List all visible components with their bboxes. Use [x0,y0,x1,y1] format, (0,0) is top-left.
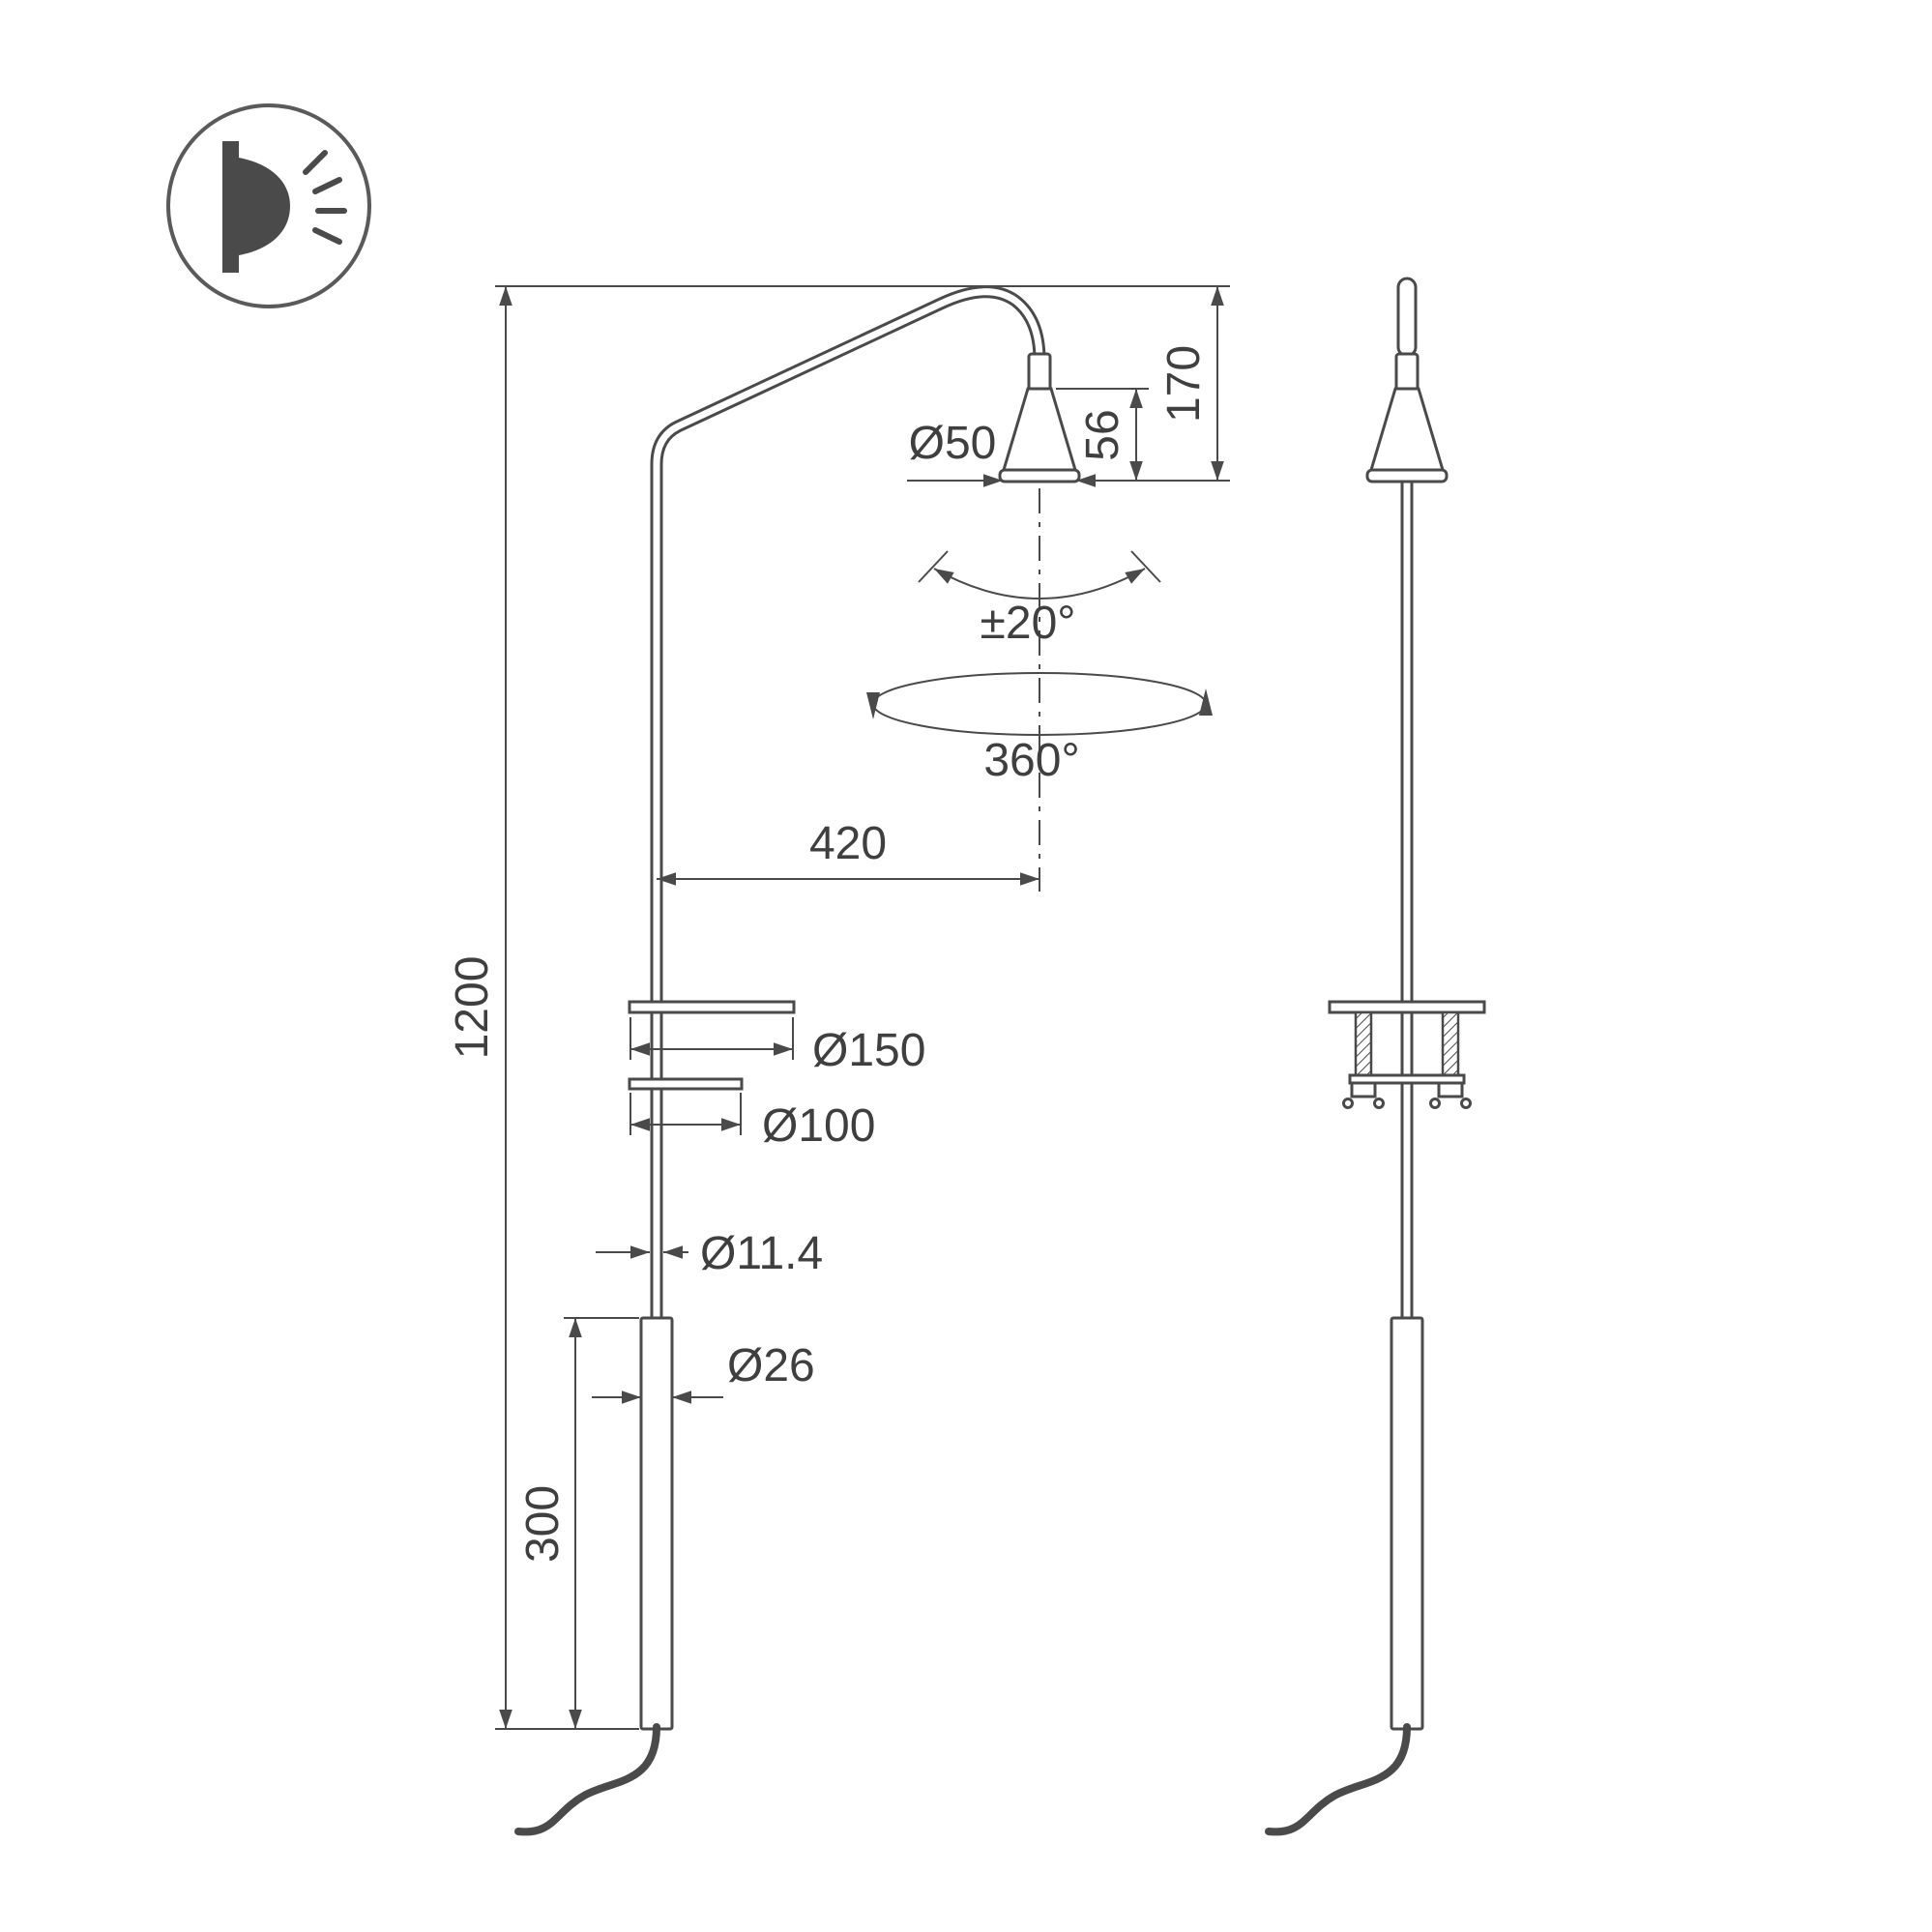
side-lower-handle-tube [1390,1316,1424,1731]
light-ray-icon [303,150,328,175]
side-power-cable [1265,1723,1411,1836]
side-lamp-head-cone [1368,387,1446,472]
dim-arm-reach: 420 [657,818,1039,886]
dim-lower-tube-length: 300 [517,1317,639,1729]
head-joint-sleeve [1027,352,1052,393]
tilt-arc [933,568,1146,600]
mount-bolt-right [1441,1010,1460,1080]
washer [1460,1098,1472,1109]
bolt-nut-left [1350,1081,1377,1098]
lamp-head-rim [998,468,1081,483]
washer [1342,1098,1354,1109]
dim-head-height-label: 56 [1077,409,1128,460]
power-cable [514,1723,660,1836]
dim-head-drop: 170 [1083,286,1230,482]
dim-pole-diameter: Ø11.4 [596,1228,823,1279]
dim-head-height: 56 [1056,388,1149,481]
dim-rotation-angle-label: 360° [983,735,1079,786]
tilt-tick-left [918,550,949,583]
dim-total-height: 1200 [447,285,1230,1730]
clamp-bar [1348,1073,1466,1085]
wall-lamp-light-icon [239,158,290,255]
bolt-nut-right [1437,1081,1464,1098]
mount-plate-small [628,1077,744,1091]
side-arm-tip-cap [1396,277,1418,358]
dim-tilt-angle: ±20° [918,550,1161,649]
mount-bolt-left [1354,1010,1373,1080]
dim-arm-reach-label: 420 [809,818,887,869]
washer [1373,1098,1385,1109]
front-view [514,285,1081,1836]
dim-large-plate-label: Ø150 [812,1025,925,1076]
dim-head-diameter: Ø50 [907,418,1114,487]
dim-small-plate: Ø100 [629,1093,875,1152]
washer [1429,1098,1441,1109]
light-ray-icon [312,177,342,194]
light-ray-icon [312,227,342,245]
dim-tilt-angle-label: ±20° [981,598,1076,649]
side-view [1265,277,1486,1836]
side-head-sleeve [1394,352,1420,393]
side-mount-plate [1328,1000,1486,1014]
dim-large-plate: Ø150 [629,1017,925,1076]
dim-lower-tube-diameter: Ø26 [592,1340,815,1404]
dim-pole-diameter-label: Ø11.4 [700,1228,823,1279]
dim-lower-tube-length-label: 300 [517,1485,569,1563]
dim-total-height-label: 1200 [447,956,498,1060]
dim-rotation-angle: 360° [866,672,1213,786]
mount-plate-large [628,1000,796,1014]
pole-arm-tube-inner [653,288,1043,1727]
side-lamp-head-rim [1365,468,1449,483]
logo-ring [166,103,371,308]
brand-logo [166,103,371,308]
tilt-tick-right [1130,550,1161,583]
rotation-arrow-left [866,692,880,719]
dim-head-diameter-label: Ø50 [909,418,997,469]
dim-small-plate-label: Ø100 [762,1100,875,1152]
rotation-arrow-right [1199,688,1213,716]
lamp-head-cone [1001,387,1078,472]
lower-handle-tube [639,1316,674,1731]
dim-lower-tube-diameter-label: Ø26 [727,1340,815,1391]
dim-head-drop-label: 170 [1158,345,1210,423]
wall-plate-glyph [222,141,239,273]
dimensions: 1200 300 170 56 Ø50 [447,285,1230,1730]
